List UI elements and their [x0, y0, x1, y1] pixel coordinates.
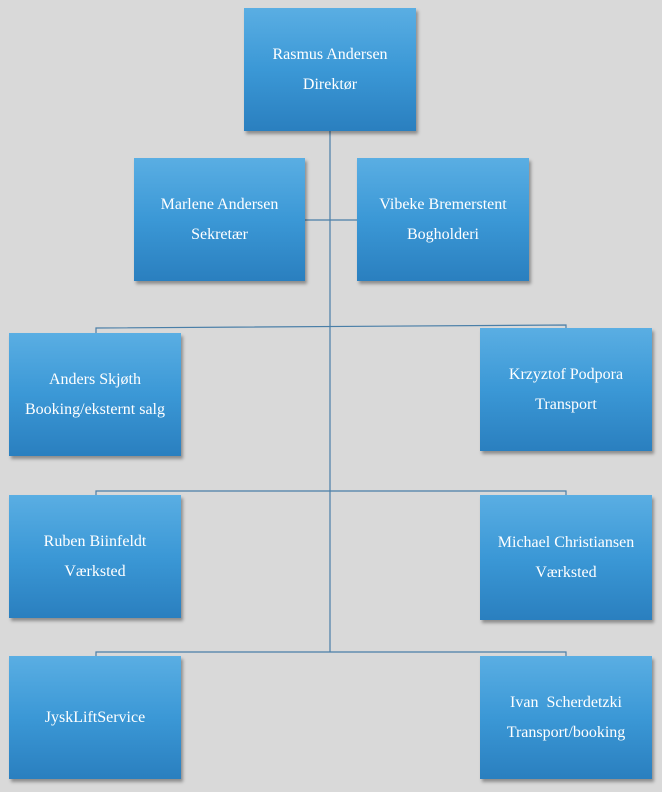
node-secretary: Marlene Andersen Sekretær: [134, 158, 305, 281]
node-role: Bogholderi: [407, 225, 479, 243]
connector-row1: [95, 324, 567, 333]
node-transport-booking: Ivan Scherdetzki Transport/booking: [480, 656, 652, 779]
node-jysklift: JyskLiftService: [9, 656, 181, 779]
node-name: Michael Christiansen: [497, 533, 635, 551]
node-workshop-1: Ruben Biinfeldt Værksted: [9, 495, 181, 618]
node-name: Vibeke Bremerstent: [379, 195, 507, 213]
node-workshop-2: Michael Christiansen Værksted: [480, 495, 652, 620]
node-role: Sekretær: [191, 225, 248, 243]
node-transport: Krzyztof Podpora Transport: [480, 328, 652, 451]
node-role: Værksted: [64, 562, 126, 580]
node-name: Anders Skjøth: [49, 370, 141, 388]
node-director: Rasmus Andersen Direktør: [244, 8, 416, 131]
node-name: Ivan Scherdetzki: [510, 693, 622, 711]
node-role: Transport: [535, 395, 597, 413]
connector-row3: [95, 651, 567, 656]
node-name: JyskLiftService: [44, 708, 146, 726]
node-role: Direktør: [302, 75, 358, 93]
node-bookkeeper: Vibeke Bremerstent Bogholderi: [357, 158, 529, 281]
node-role: Transport/booking: [506, 723, 626, 741]
connector-row2: [95, 490, 567, 495]
node-role: Værksted: [535, 563, 597, 581]
node-name: Ruben Biinfeldt: [43, 532, 147, 550]
node-role: Booking/eksternt salg: [25, 400, 165, 418]
node-name: Rasmus Andersen: [272, 45, 388, 63]
node-name: Krzyztof Podpora: [508, 365, 624, 383]
node-booking: Anders Skjøth Booking/eksternt salg: [9, 333, 181, 456]
node-name: Marlene Andersen: [160, 195, 279, 213]
